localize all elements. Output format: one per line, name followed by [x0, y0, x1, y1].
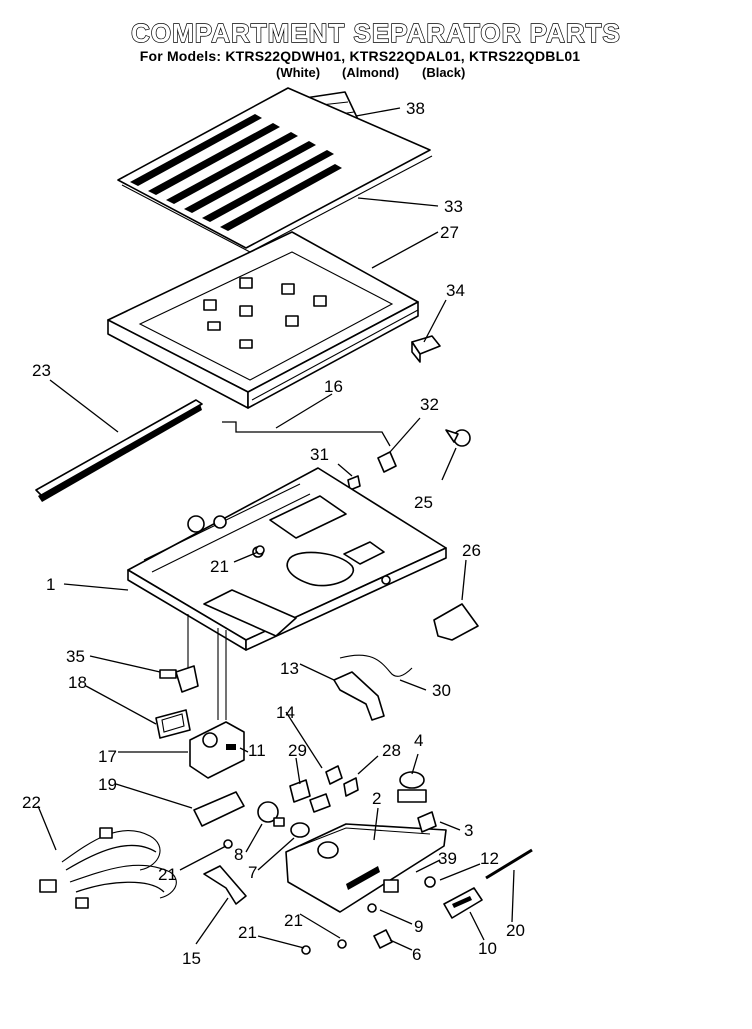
callout-26: 26: [462, 541, 481, 560]
callout-28: 28: [382, 741, 401, 760]
part-6-clip: [373, 929, 393, 949]
callout-20: 20: [506, 921, 525, 940]
part-10-switch: [443, 887, 483, 919]
part-25-knob: [445, 429, 471, 447]
callout-25: 25: [414, 493, 433, 512]
part-13-bracket: [333, 671, 385, 721]
callout-27: 27: [440, 223, 459, 242]
callout-19: 19: [98, 775, 117, 794]
callout-21-c: 21: [284, 911, 303, 930]
callout-9: 9: [414, 917, 423, 936]
callout-numbers: 38 33 27 34 23 16 32 31 25 21 26 1 35 13…: [22, 99, 525, 968]
callout-14: 14: [276, 703, 295, 722]
part-39b-bracket: [383, 879, 399, 893]
color-variants: (White) (Almond) (Black): [0, 65, 752, 83]
callout-7: 7: [248, 863, 257, 882]
part-8-lamp: [257, 801, 285, 827]
part-39-screw: [424, 876, 436, 888]
callout-35: 35: [66, 647, 85, 666]
part-9-nut: [367, 903, 377, 913]
callout-21-a: 21: [210, 557, 229, 576]
callout-15: 15: [182, 949, 201, 968]
part-1-separator-plate: [127, 467, 447, 720]
part-15-bracket: [203, 865, 247, 905]
callout-38: 38: [406, 99, 425, 118]
part-17-housing: [189, 721, 245, 779]
callout-30: 30: [432, 681, 451, 700]
callout-17: 17: [98, 747, 117, 766]
callout-18: 18: [68, 673, 87, 692]
callout-11: 11: [248, 741, 266, 760]
callout-4: 4: [414, 731, 423, 750]
part-34-clip: [411, 335, 441, 363]
part-35-latch: [159, 665, 199, 693]
callout-16: 16: [324, 377, 343, 396]
callout-1: 1: [46, 575, 55, 594]
callout-12: 12: [480, 849, 499, 868]
part-27-frame: [107, 231, 419, 409]
callout-8: 8: [234, 845, 243, 864]
callout-3: 3: [464, 821, 473, 840]
part-18-frame: [155, 709, 191, 739]
part-3-clip: [417, 811, 437, 833]
callout-21-b: 21: [158, 865, 177, 884]
part-7-socket: [290, 822, 310, 838]
callout-39: 39: [438, 849, 457, 868]
callout-29: 29: [288, 741, 307, 760]
part-19-bracket: [193, 791, 245, 827]
part-4-motor: [397, 771, 427, 803]
callout-2: 2: [372, 789, 381, 808]
part-33-shelf-panel: [117, 87, 433, 253]
part-20-rod: [485, 848, 533, 880]
callout-34: 34: [446, 281, 465, 300]
part-14-28-29-11-small-parts: [289, 765, 359, 813]
variant-almond: (Almond): [342, 65, 400, 80]
callout-13: 13: [280, 659, 299, 678]
part-30-wire: [339, 654, 413, 677]
part-22-wiring-harness: [39, 827, 177, 909]
callout-23: 23: [32, 361, 51, 380]
part-16-wire: [222, 421, 391, 447]
callout-31: 31: [310, 445, 329, 464]
part-26-duct: [433, 603, 479, 641]
callout-32: 32: [420, 395, 439, 414]
callout-21-d: 21: [238, 923, 257, 942]
variant-white: (White): [276, 65, 321, 80]
part-23-strip: [35, 399, 203, 502]
leader-lines: [37, 107, 515, 951]
part-2-base: [285, 823, 447, 913]
model-list: For Models: KTRS22QDWH01, KTRS22QDAL01, …: [139, 48, 581, 64]
callout-10: 10: [478, 939, 497, 958]
callout-33: 33: [444, 197, 463, 216]
callout-22: 22: [22, 793, 41, 812]
part-32-31-clips: [347, 451, 397, 491]
variant-black: (Black): [422, 65, 466, 80]
diagram-title: COMPARTMENT SEPARATOR PARTS: [130, 17, 621, 48]
callout-6: 6: [412, 945, 421, 964]
